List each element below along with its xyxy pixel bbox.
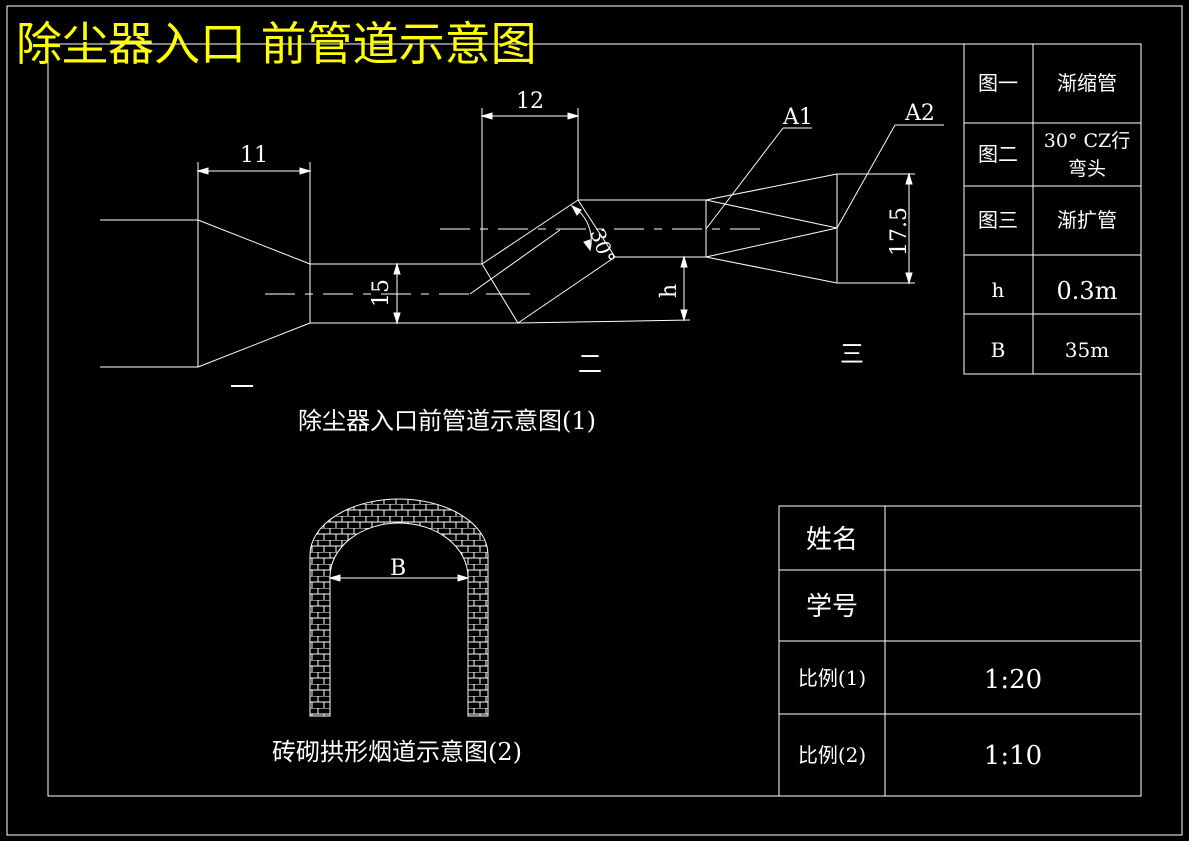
legend-key-5: B (991, 338, 1006, 362)
legend-value-4: 0.3m (1057, 277, 1118, 305)
brick-arch-diagram (309, 498, 489, 717)
info-key-name: 姓名 (806, 525, 858, 555)
legend-key-4: h (992, 278, 1005, 302)
angle-label: 30° (585, 226, 620, 268)
dim-11-label: 11 (240, 143, 268, 168)
section-3-label: 三 (840, 340, 864, 368)
label-a2: A2 (904, 101, 935, 126)
legend-value-2b: 弯头 (1068, 158, 1106, 180)
legend-key-3: 图三 (978, 208, 1018, 232)
section-1-label: 一 (230, 373, 254, 401)
legend-value-2a: 30° CZ行 (1044, 130, 1130, 152)
page-title: 除尘器入口 前管道示意图 (16, 17, 537, 71)
inner-border (47, 43, 1142, 797)
info-key-scale-2: 比例(2) (798, 743, 866, 767)
diagram2-caption: 砖砌拱形烟道示意图(2) (272, 738, 522, 766)
legend-key-1: 图一 (978, 71, 1018, 95)
outer-border (6, 5, 1183, 836)
dim-12-label: 12 (516, 89, 544, 114)
legend-key-2: 图二 (978, 142, 1018, 166)
label-a1: A1 (782, 105, 813, 130)
legend-value-5: 35m (1065, 338, 1109, 362)
info-key-scale-1: 比例(1) (798, 666, 866, 690)
pipe-diagram (100, 108, 944, 368)
info-table (778, 505, 1142, 797)
dim-17-5-label: 17.5 (887, 207, 912, 256)
dim-b-label: B (390, 556, 406, 581)
legend-table (963, 43, 1142, 375)
dim-h-label: h (657, 284, 682, 298)
info-value-scale-1: 1:20 (984, 665, 1042, 695)
legend-value-3: 渐扩管 (1057, 208, 1117, 232)
legend-value-1: 渐缩管 (1057, 71, 1117, 95)
section-2-label: 二 (578, 350, 602, 378)
diagram1-caption: 除尘器入口前管道示意图(1) (298, 407, 596, 435)
info-key-student-id: 学号 (806, 592, 858, 622)
dim-15-label: 15 (369, 279, 394, 307)
info-value-scale-2: 1:10 (984, 741, 1042, 771)
